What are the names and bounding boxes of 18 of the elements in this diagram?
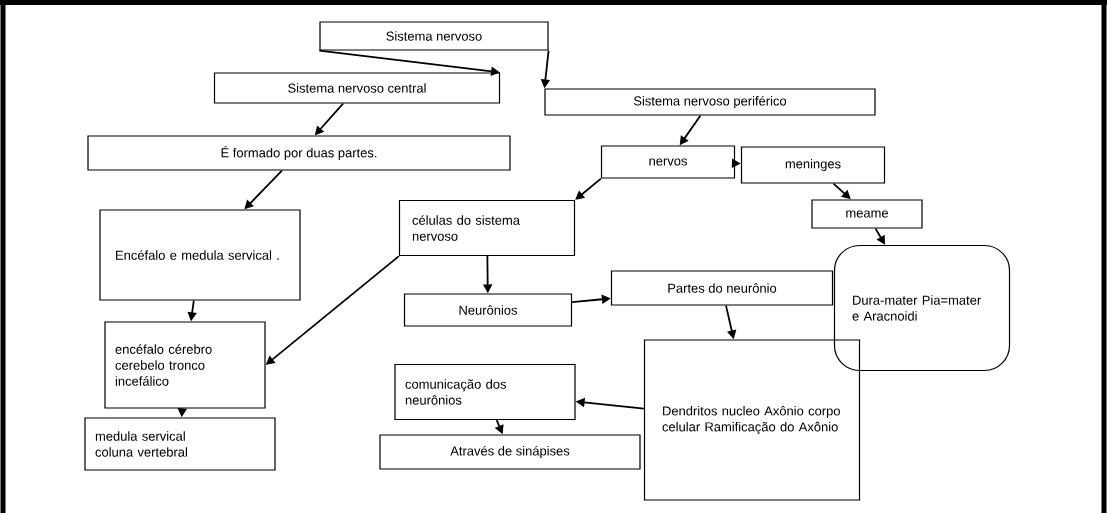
arrow [575, 177, 602, 200]
concept-box: comunicação dos neurônios [394, 363, 576, 421]
concept-box: meninges [740, 146, 886, 184]
concept-box: É formado por duas partes. [87, 135, 511, 171]
concept-box: Sistema nervoso central [213, 72, 501, 104]
concept-box: Dendritos nucleo Axônio corpo celular Ramificação do Axônio [643, 339, 861, 501]
rounded-box: Dura-mater Pia=mater e Aracnoidi [833, 244, 1011, 372]
concept-box: Partes do neurônio [610, 270, 834, 306]
concept-box: meame [811, 199, 923, 229]
concept-box: Encéfalo e medula servical . [99, 209, 301, 301]
concept-box: Sistema nervoso [319, 21, 549, 51]
concept-box: células do sistema nervoso [398, 199, 576, 257]
concept-box: Através de sinápises [379, 434, 641, 470]
concept-box: medula servical coluna vertebral [84, 417, 276, 471]
concept-box: encéfalo cérebro cerebelo tronco incefálico [104, 321, 266, 409]
concept-box: nervos [600, 145, 736, 179]
concept-box: Neurônios [403, 293, 573, 327]
concept-box: Sistema nervoso periférico [544, 88, 876, 116]
